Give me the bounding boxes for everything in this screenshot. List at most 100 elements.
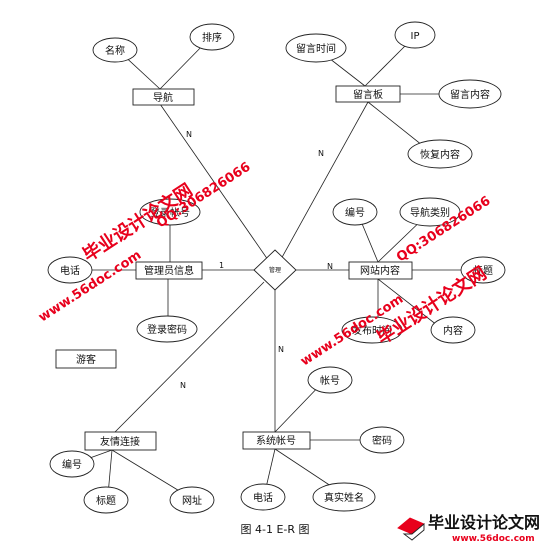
entity-account-label: 系统帐号 [256,434,296,447]
logo-book-icon [397,517,425,541]
attribute-ellipse [430,316,476,344]
entity-guestbook-box [335,85,401,103]
cardinality-guestbook: N [318,149,324,158]
attribute-ellipse [341,316,403,344]
attribute-ellipse [438,79,502,109]
cardinality-links: N [180,381,186,390]
attribute-content-body: 内容 [430,316,476,344]
watermark-left: 毕业设计论文网 QQ:306826066 www.56doc.com [36,160,253,326]
attribute-ellipse [136,315,198,343]
entity-content-box [348,261,413,280]
entity-links-label: 友情连接 [100,435,140,448]
attribute-ellipse [332,198,378,226]
attribute-ellipse [394,21,436,49]
entity-content-label: 网站内容 [360,264,400,277]
attribute-label: 发布时间 [352,324,392,337]
attribute-label: 电话 [60,264,80,277]
entity-admin-label: 管理员信息 [144,264,194,277]
site-logo: 毕业设计论文网 www.56doc.com [397,513,540,544]
attribute-nav-name: 名称 [92,37,138,63]
attribute-label: 密码 [372,434,392,447]
entity-links: 友情连接 [84,431,157,451]
attribute-account-phone: 电话 [240,483,286,511]
attribute-ellipse [359,426,405,454]
attribute-ellipse [312,482,376,512]
attribute-account-password: 密码 [359,426,405,454]
attribute-label: 标题 [473,265,493,277]
attribute-gb-reply: 恢复内容 [407,139,473,169]
attribute-links-title: 标题 [83,486,129,514]
attribute-label: 名称 [105,44,125,57]
attribute-ellipse [139,198,201,226]
attribute-gb-ip: IP [394,21,436,49]
attribute-gb-time: 留言时间 [285,33,347,63]
cardinality-admin: 1 [219,261,224,270]
relationship-label: 管理 [269,266,281,274]
logo-url: www.56doc.com [452,534,535,544]
attribute-label: IP [411,31,420,42]
attribute-ellipse [399,197,461,227]
entity-guestbook-label: 留言板 [353,88,383,101]
line-links-url [111,449,187,496]
line-rel-guestbook [274,101,369,271]
attribute-content-id: 编号 [332,198,378,226]
cardinality-content: N [327,262,333,271]
attribute-links-url: 网址 [169,486,215,514]
attribute-label: 帐号 [320,374,340,387]
cardinality-account: N [278,345,284,354]
attribute-ellipse [49,450,95,478]
entity-admin-box [135,261,203,280]
entity-content: 网站内容 [348,261,413,280]
attribute-admin-password: 登录密码 [136,315,198,343]
attribute-ellipse [169,486,215,514]
entity-guest-box [55,349,117,369]
watermark-right: 毕业设计论文网 QQ:306826066 www.56doc.com [298,194,493,370]
attribute-account-realname: 真实姓名 [312,482,376,512]
entity-guest-label: 游客 [76,353,96,366]
entity-account: 系统帐号 [242,431,311,450]
figure-caption: 图 4-1 E-R 图 [240,523,309,536]
attribute-label: 留言内容 [450,88,490,101]
relationship-manage: 管理 [253,249,297,291]
attribute-account-id: 帐号 [307,366,353,394]
entity-guest: 游客 [55,349,117,369]
entity-links-box [84,431,157,451]
relationship-diamond [253,249,297,291]
cardinalities: N N 1 N N N [180,130,333,390]
attribute-gb-content: 留言内容 [438,79,502,109]
attribute-ellipse [189,23,235,51]
attribute-nav-sort: 排序 [189,23,235,51]
attribute-label: 标题 [96,495,116,507]
attribute-label: 登录帐号 [150,206,190,219]
entity-account-box [242,431,311,450]
attribute-label: 编号 [62,458,82,471]
logo-text: 毕业设计论文网 [428,513,540,532]
attribute-label: 排序 [202,31,222,44]
attribute-label: 留言时间 [296,42,336,55]
entity-guestbook: 留言板 [335,85,401,103]
entity-nav: 导航 [132,88,195,106]
attribute-links-id: 编号 [49,450,95,478]
attribute-content-title: 标题 [460,256,506,284]
attribute-ellipse [460,256,506,284]
attribute-admin-phone: 电话 [47,256,93,284]
attribute-label: 恢复内容 [420,148,460,161]
attribute-ellipse [240,483,286,511]
attribute-label: 登录密码 [147,323,187,336]
attribute-label: 真实姓名 [324,491,364,504]
entity-nav-box [132,88,195,106]
attribute-ellipse [407,139,473,169]
attribute-label: 电话 [253,491,273,504]
attribute-ellipse [83,486,129,514]
attribute-label: 内容 [443,324,463,337]
entity-admin: 管理员信息 [135,261,203,280]
attribute-ellipse [47,256,93,284]
attribute-content-navtype: 导航类别 [399,197,461,227]
attribute-ellipse [285,33,347,63]
cardinality-nav: N [186,130,192,139]
attribute-label: 网址 [182,494,202,507]
attribute-content-time: 发布时间 [341,316,403,344]
attribute-ellipse [307,366,353,394]
line-rel-links [111,281,265,436]
